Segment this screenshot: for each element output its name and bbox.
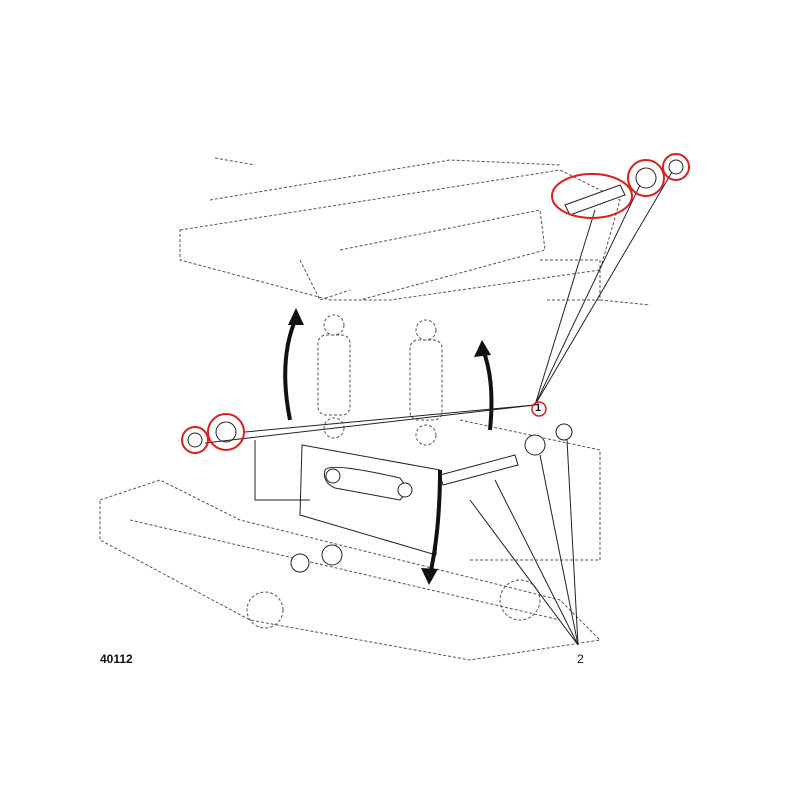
shock-absorbers <box>317 314 443 446</box>
pivot-pin-lower <box>290 423 573 573</box>
callout-1: 1 <box>535 402 542 414</box>
callout-2: 2 <box>577 652 584 666</box>
pivot-pin-upper <box>187 159 684 448</box>
removal-arrows <box>283 317 494 576</box>
frame-assembly <box>179 157 651 306</box>
highlight-circles <box>181 153 690 454</box>
axle-assembly <box>99 419 602 661</box>
link-bracket-panel <box>299 444 441 556</box>
figure-code: 40112 <box>100 652 133 666</box>
arrow-heads <box>288 308 491 585</box>
leader-lines <box>204 171 673 646</box>
